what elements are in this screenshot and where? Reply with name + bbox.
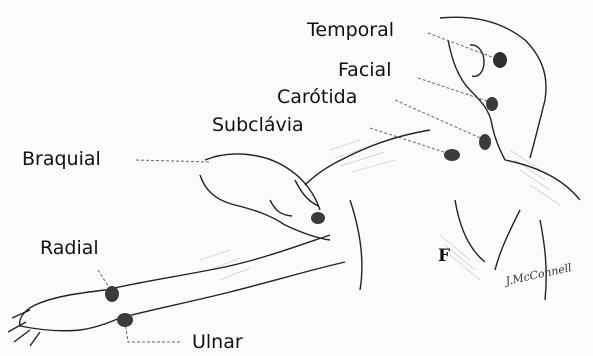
temporal-pulse-point	[493, 52, 507, 68]
carotida-pulse-point	[479, 134, 491, 150]
subclavia-pulse-point	[444, 149, 460, 161]
braquial-leader-line	[136, 160, 210, 162]
head-neck-outline	[440, 17, 546, 160]
radial-label: Radial	[40, 239, 99, 258]
braquial-pulse-point	[311, 212, 325, 224]
temporal-leader-line	[428, 33, 500, 60]
radial-pulse-point	[105, 286, 119, 302]
braquial-label: Braquial	[22, 150, 101, 169]
figure-letter: F	[438, 246, 450, 266]
ulnar-label: Ulnar	[192, 333, 243, 352]
subclavia-leader-line	[370, 128, 450, 154]
carotida-label: Carótida	[277, 88, 357, 107]
ulnar-pulse-point	[117, 313, 133, 327]
facial-pulse-point	[486, 97, 498, 111]
temporal-label: Temporal	[307, 21, 394, 40]
facial-leader-line	[418, 78, 490, 102]
arm-and-hand-outline	[200, 154, 330, 240]
ulnar-leader-line	[125, 322, 180, 342]
subclavia-label: Subclávia	[212, 116, 304, 135]
facial-label: Facial	[338, 61, 391, 80]
